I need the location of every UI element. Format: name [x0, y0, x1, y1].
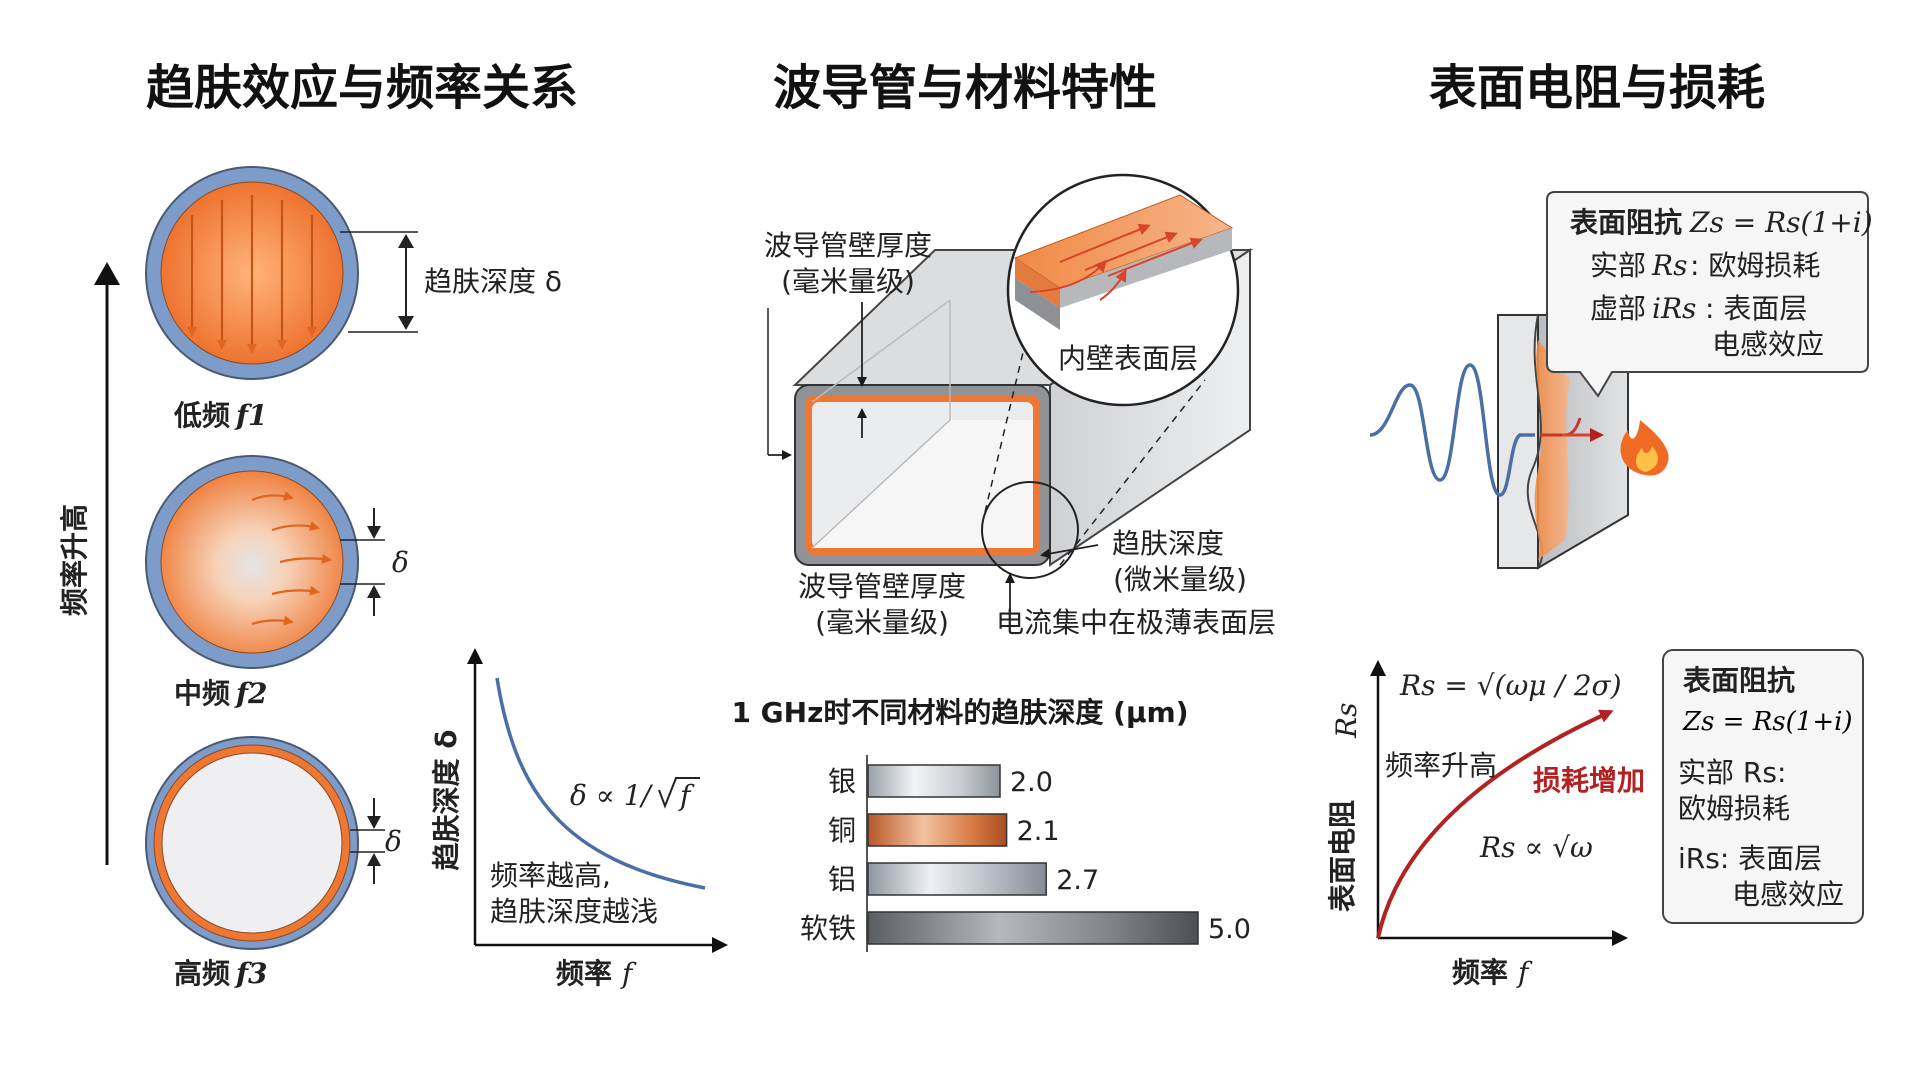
graph-r-y-var: Rs [1330, 703, 1363, 739]
circle-high-label: 高频 [174, 957, 230, 990]
graph-note-line1: 频率越高, [490, 859, 611, 892]
skin-depth-micro-line2: (微米量级) [1113, 563, 1247, 596]
wall-thickness-bottom-line1: 波导管壁厚度 [798, 570, 966, 603]
graph-note-line2: 趋肤深度越浅 [490, 895, 658, 928]
skin-depth-bar-chart: 1 GHz时不同材料的趋肤深度 (μm) 银 2.0 铜 2.1 铝 2.7 软铁 5.0 [731, 696, 1251, 952]
skin-depth-label: 趋肤深度 δ [424, 265, 562, 298]
circle-mid-var: f2 [234, 677, 268, 710]
inner-layer-label: 内壁表面层 [1058, 342, 1198, 375]
box2-imag-line1: iRs: 表面层 [1678, 842, 1822, 875]
circle-mid-label: 中频 [174, 677, 230, 710]
incident-wave [1369, 363, 1535, 497]
callout1-title: 表面阻抗 [1570, 206, 1682, 239]
bar-category-label: 银 [828, 765, 856, 798]
circle-low-label: 低频 [173, 399, 230, 432]
graph-x-label: 频率 [556, 957, 612, 990]
callout1-real-sym: Rs [1651, 249, 1687, 282]
graph-r-x-label: 频率 [1452, 956, 1508, 989]
callout1-imag-desc: : 表面层 [1705, 292, 1807, 325]
bar [867, 764, 1001, 798]
conductor-high-frequency: δ 高频 f3 [145, 736, 402, 990]
wall-thickness-top-line2: (毫米量级) [781, 265, 915, 298]
title-middle: 波导管与材料特性 [773, 60, 1157, 116]
bar-value-label: 2.7 [1056, 865, 1099, 896]
title-right: 表面电阻与损耗 [1429, 60, 1765, 116]
formula-rs-prop: Rs ∝ √ω [1479, 831, 1593, 864]
wall-thickness-bottom-line2: (毫米量级) [815, 606, 949, 639]
callout1-imag-sym: iRs [1652, 292, 1696, 325]
box2-real-line2: 欧姆损耗 [1678, 792, 1790, 825]
graph-r-x-var: f [1516, 956, 1533, 989]
surface-current-arrows-icon [251, 491, 332, 626]
loss-increase-label: 损耗增加 [1533, 764, 1645, 797]
conductor-mid-frequency: δ 中频 f2 [145, 455, 409, 710]
middle-panel: 内壁表面层 波导管壁厚度 (毫米量级) 趋肤深度 (微米量级) 波导管壁厚度 (… [731, 173, 1276, 952]
callout1-formula: Zs = Rs(1+i) [1689, 206, 1873, 239]
bar [867, 862, 1047, 896]
proportion-formula: δ ∝ 1/ [570, 779, 653, 812]
graph-x-var: f [620, 957, 637, 990]
surface-resistance-graph: 表面电阻 Rs 频率 f Rs = √(ωμ / 2σ) 频率升高 损耗增加 R… [1326, 660, 1645, 989]
bar-category-label: 铜 [828, 814, 856, 847]
wall-thickness-top-line1: 波导管壁厚度 [764, 229, 932, 262]
flame-icon [1620, 420, 1669, 476]
skin-depth-micro-line1: 趋肤深度 [1112, 527, 1224, 560]
bar-value-label: 2.1 [1017, 816, 1060, 847]
callout1-real-prefix: 实部 [1590, 249, 1646, 282]
freq-rise-label: 频率升高 [1385, 749, 1497, 782]
bar-category-label: 铝 [828, 863, 856, 896]
resistance-curve [1376, 709, 1614, 939]
graph-r-y-label: 表面电阻 [1326, 800, 1359, 912]
surface-impedance-box: 表面阻抗 Zs = Rs(1+i) 实部 Rs: 欧姆损耗 iRs: 表面层 电… [1662, 649, 1864, 924]
proportion-formula-sqrt: f [678, 779, 695, 812]
circle-high-var: f3 [234, 957, 268, 990]
frequency-axis-label: 频率升高 [58, 504, 91, 616]
magnifier-circle [981, 481, 1079, 579]
surface-impedance-callout: 表面阻抗 Zs = Rs(1+i) 实部 Rs : 欧姆损耗 虚部 iRs : … [1546, 191, 1873, 398]
current-arrows-icon [187, 195, 317, 354]
conductor-low-frequency: 趋肤深度 δ 低频 f1 [145, 166, 562, 432]
bar [867, 813, 1008, 847]
callout1-real-desc: : 欧姆损耗 [1690, 249, 1820, 282]
zoom-bubble: 内壁表面层 [1006, 173, 1240, 407]
current-note: 电流集中在极薄表面层 [996, 606, 1276, 639]
delta-high-label: δ [385, 825, 402, 858]
callout1-imag-desc2: 电感效应 [1712, 328, 1824, 361]
bar-value-label: 5.0 [1208, 914, 1251, 945]
graph-y-label: 趋肤深度 δ [430, 730, 463, 871]
right-panel: 表面阻抗 Zs = Rs(1+i) 实部 Rs : 欧姆损耗 虚部 iRs : … [1326, 191, 1873, 989]
formula-rs-sqrt: Rs = √(ωμ / 2σ) [1399, 669, 1622, 702]
skin-depth-graph: 趋肤深度 δ 频率 f δ ∝ 1/ f 频率越高, 趋肤深度越浅 [430, 648, 728, 990]
bar-series: 银 2.0 铜 2.1 铝 2.7 软铁 5.0 [800, 764, 1251, 945]
bar-category-label: 软铁 [800, 912, 856, 945]
bar-value-label: 2.0 [1010, 767, 1053, 798]
box2-title: 表面阻抗 [1683, 664, 1795, 697]
axis-arrowhead-icon [94, 262, 120, 285]
left-panel: 频率升高 趋肤深度 δ 低频 f1 [58, 166, 728, 990]
circle-low-var: f1 [234, 399, 268, 432]
delta-mid-label: δ [392, 546, 409, 579]
box2-real-line1: 实部 Rs: [1678, 756, 1786, 789]
bar-chart-title: 1 GHz时不同材料的趋肤深度 (μm) [731, 696, 1188, 729]
surface-current-arrows-icon [1029, 223, 1203, 301]
callout1-imag-prefix: 虚部 [1590, 292, 1646, 325]
title-left: 趋肤效应与频率关系 [146, 60, 578, 116]
box2-imag-line2: 电感效应 [1732, 878, 1844, 911]
box2-formula: Zs = Rs(1+i) [1682, 707, 1853, 737]
skin-depth-curve [495, 677, 706, 890]
bar [867, 911, 1199, 945]
